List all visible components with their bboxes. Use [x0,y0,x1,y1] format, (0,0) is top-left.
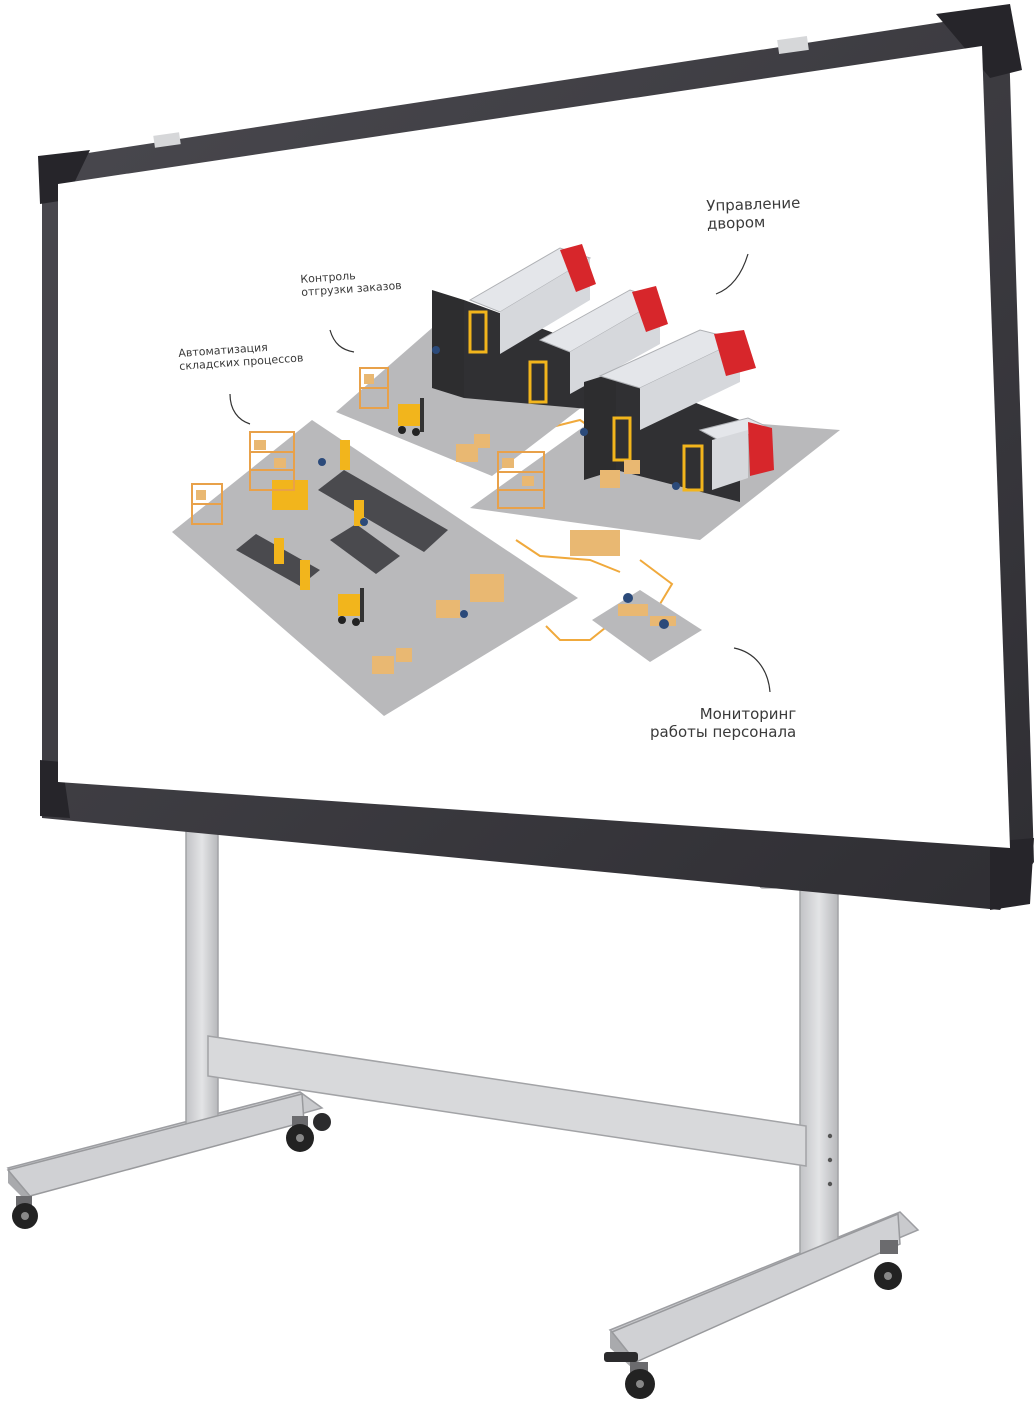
worker [360,518,368,526]
whiteboard-frame [38,4,1034,910]
crate-stack [396,648,412,662]
truck [698,417,774,490]
annotation-arrow [733,647,771,693]
operator [659,619,669,629]
crate-stack [456,444,478,462]
connection-line [515,539,621,573]
operator [623,593,633,603]
crate-stack [372,656,394,674]
frame-corner [936,4,1022,78]
connection-line [639,559,674,605]
robot-arm [274,538,284,564]
warehouse-illustration [172,244,840,716]
frame-corner [38,150,90,204]
frame-clip [153,132,181,148]
label-line: Мониторинг [699,705,797,723]
crate-stack [470,574,504,602]
label-yard-management: Управление двором [706,194,801,234]
shelf-rack [359,367,389,409]
dock-door [612,416,632,462]
label-staff-monitoring: Мониторинг работы персонала [650,705,797,741]
label-line: работы персонала [650,722,797,741]
mobile-stand [6,809,920,1399]
scanner-gate [272,480,308,510]
crate-stack [600,470,620,488]
leg-adjust-hole [827,1157,833,1163]
dock-door [682,444,704,492]
operator-desk [618,604,648,616]
caster-wheel [604,1352,655,1399]
forklift [338,588,364,626]
shelf-rack [497,451,545,509]
leg-adjust-hole [827,1133,833,1139]
shelf-rack [191,483,223,525]
left-base [6,1093,305,1197]
dock-door [468,310,488,354]
worker [432,346,440,354]
board-screen [58,46,1010,848]
crate-stack [474,434,490,448]
caster-wheel [874,1240,902,1290]
caster-wheel [286,1113,331,1152]
label-line: двором [706,212,766,233]
annotation-arrow [329,329,355,353]
right-leg [799,889,839,1261]
truck [538,286,668,394]
frame-clip [777,35,809,55]
annotation-arrow [229,393,251,425]
dock-wall [432,290,464,398]
crate-stack [436,600,460,618]
robot-arm [340,440,350,470]
right-base [610,1212,901,1363]
worker [672,482,680,490]
left-leg [185,825,219,1127]
annotation-arrow [715,253,749,295]
truck [468,244,596,354]
forklift [398,398,424,436]
dock-wall [464,300,600,410]
caster-wheel [12,1196,38,1229]
dock-door [528,360,548,404]
crate-stack [624,460,640,474]
shelf-rack [249,431,295,491]
worker [580,428,588,436]
frame-corner [990,838,1034,910]
conveyor [318,470,448,552]
crate-stack [570,530,620,556]
robot-arm [300,560,310,590]
dock-wall [584,372,616,480]
worker [318,458,326,466]
conveyor [330,524,400,574]
worker [460,610,468,618]
crossbar [207,1035,807,1167]
robot-arm [354,500,364,526]
truck [598,329,756,430]
leg-adjust-hole [827,1181,833,1187]
